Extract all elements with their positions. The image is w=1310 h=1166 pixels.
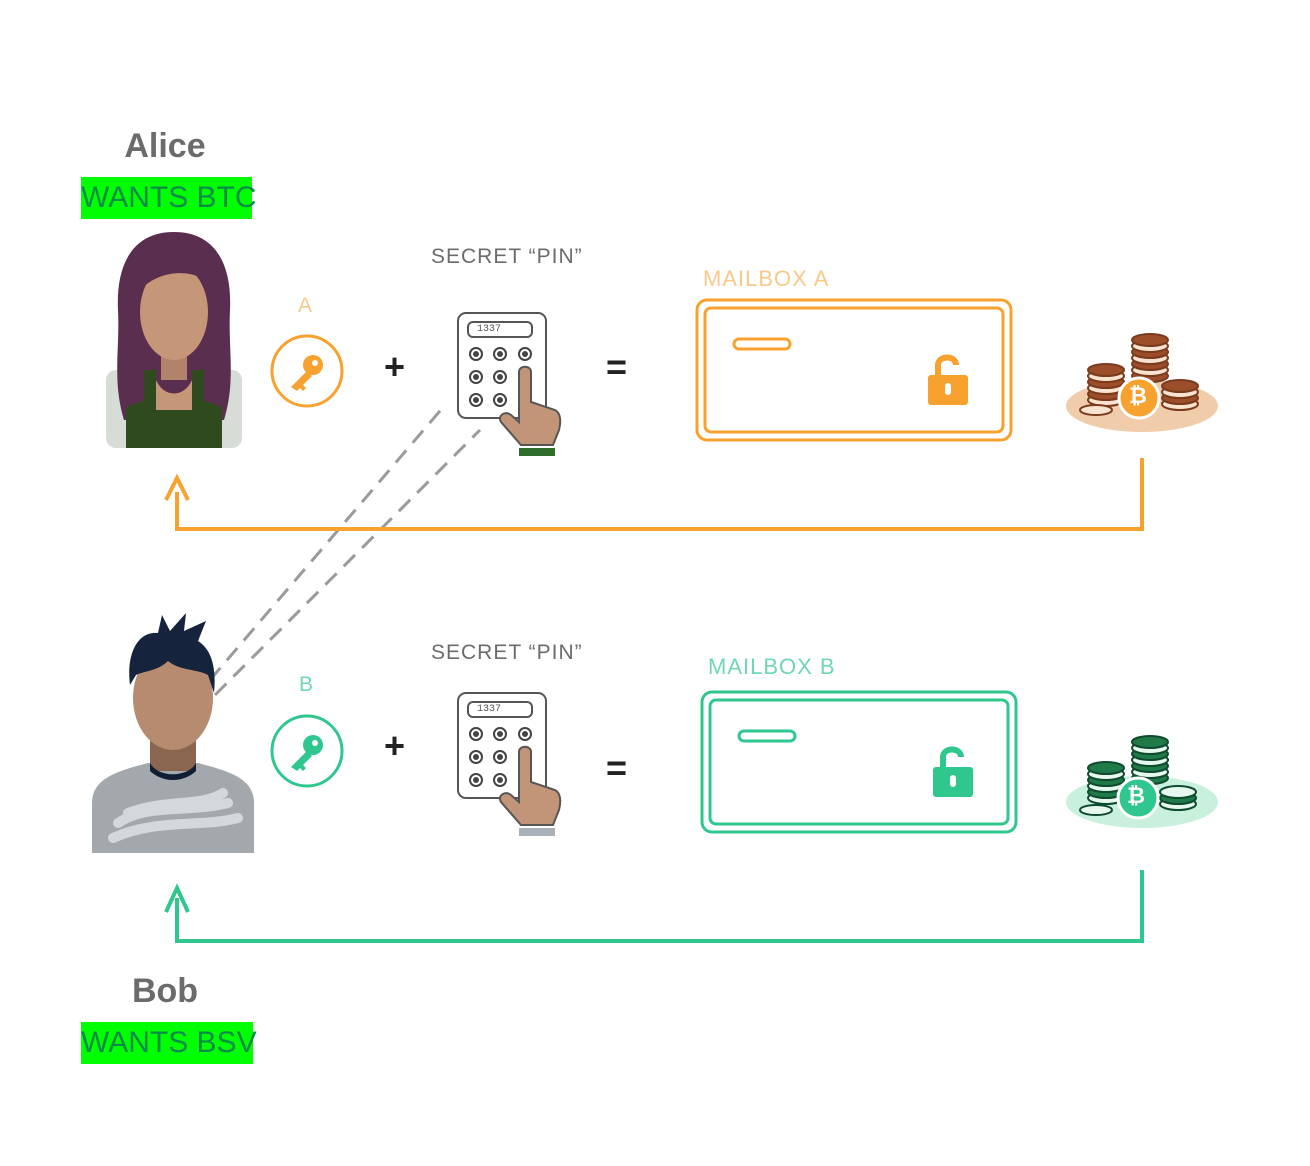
keypad-b-display: 1337 xyxy=(477,704,502,715)
green-arrow-head xyxy=(164,883,190,913)
alice-wants-badge: WANTS BTC xyxy=(81,177,257,219)
bob-wants-badge: WANTS BSV xyxy=(81,1022,257,1064)
plus-operator-a: + xyxy=(384,346,406,387)
equals-operator-a: = xyxy=(606,346,628,387)
coin-a-symbol: ₿ xyxy=(1129,383,1147,408)
plus-operator-b: + xyxy=(384,725,406,766)
keypad-icon xyxy=(457,692,562,836)
dashed-line-2 xyxy=(213,428,482,697)
coin-stack-icon xyxy=(1066,333,1218,432)
alice-key-letter: A xyxy=(298,294,314,317)
mailbox-b xyxy=(700,690,1018,834)
keypad-icon xyxy=(457,312,562,456)
coin-stack-icon xyxy=(1066,735,1218,828)
bob-name: Bob xyxy=(131,972,199,1010)
green-return-line xyxy=(175,870,1144,943)
key-icon xyxy=(270,714,344,788)
person-bob-icon xyxy=(92,613,254,853)
padlock-unlocked-icon xyxy=(928,354,968,405)
bob-key-letter: B xyxy=(299,673,315,696)
padlock-unlocked-icon xyxy=(933,746,973,797)
alice-pin-label: SECRET “PIN” xyxy=(431,245,583,268)
orange-return-line xyxy=(175,458,1144,531)
equals-operator-b: = xyxy=(606,747,628,788)
bob-pin-label: SECRET “PIN” xyxy=(431,641,583,664)
coin-b-symbol: ₿ xyxy=(1127,783,1145,808)
person-alice-icon xyxy=(106,232,242,448)
mailbox-b-label: MAILBOX B xyxy=(708,654,836,679)
mailbox-a xyxy=(695,298,1013,442)
mailbox-a-label: MAILBOX A xyxy=(703,266,830,291)
key-icon xyxy=(270,334,344,408)
dashed-line-1 xyxy=(208,404,447,681)
keypad-a-display: 1337 xyxy=(477,324,502,335)
orange-arrow-head xyxy=(164,473,190,501)
alice-name: Alice xyxy=(124,127,206,165)
